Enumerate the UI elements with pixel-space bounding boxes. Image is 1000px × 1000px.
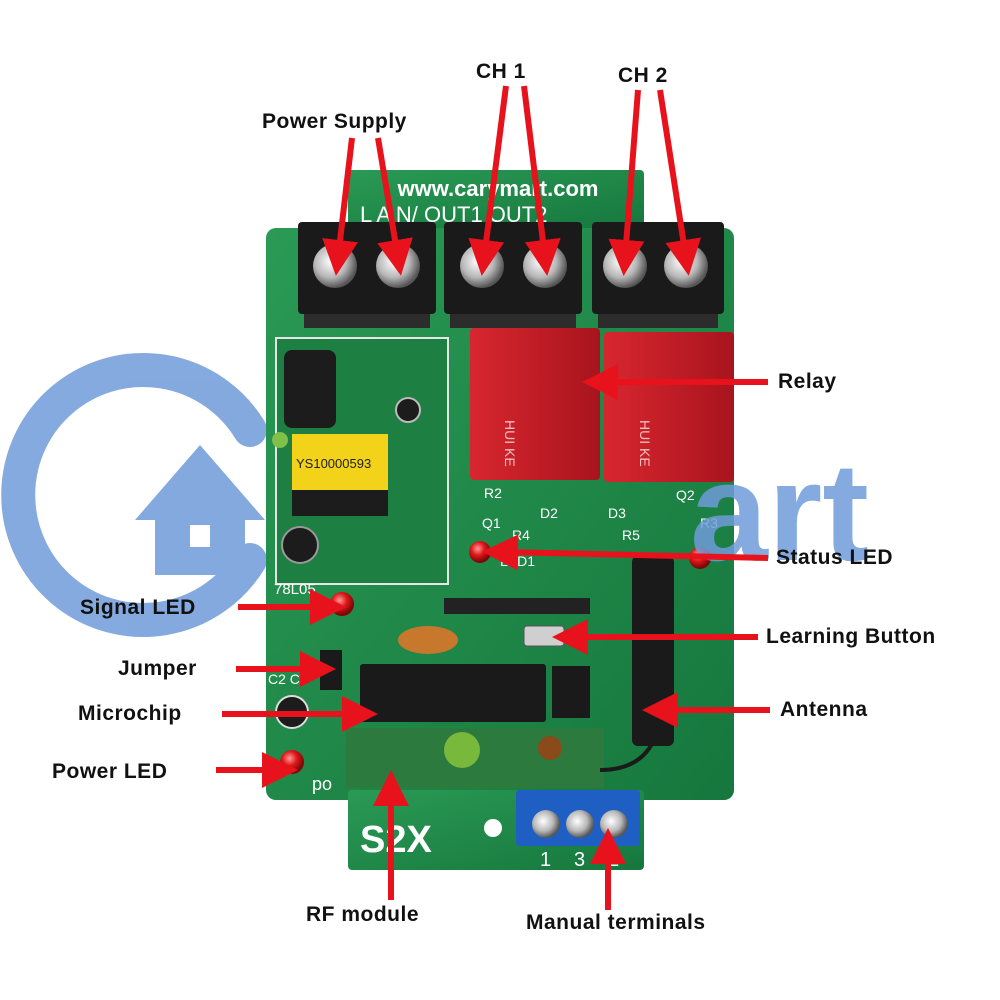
- signal-led: [330, 592, 354, 616]
- label-ch2: CH 2: [618, 64, 668, 87]
- terminal-block-ch2: [592, 222, 724, 328]
- terminal-block-power: [298, 222, 436, 328]
- label-d3: D3: [608, 505, 626, 521]
- manual-pin-3: 3: [574, 849, 585, 871]
- microchip-part: [360, 664, 590, 722]
- label-r3: R3: [700, 515, 718, 531]
- rf-module-part: [346, 728, 604, 788]
- board-url: www.carymart.com: [397, 176, 599, 201]
- label-ch1: CH 1: [476, 60, 526, 83]
- arrow-ch2-1: [608, 89, 645, 276]
- label-po: po: [312, 774, 332, 794]
- label-signal-led: Signal LED: [80, 596, 196, 619]
- watermark-logo: [1, 353, 267, 637]
- arrow-power-supply-2: [375, 137, 413, 276]
- label-status-led: Status LED: [776, 546, 894, 569]
- manual-pin-1: 1: [540, 849, 551, 871]
- power-module: YS10000593 78L05: [272, 337, 449, 598]
- label-c2c3: C2 C3: [268, 671, 308, 687]
- learning-button-part: [523, 625, 565, 647]
- label-q2: Q2: [676, 487, 695, 503]
- arrow-ch1-2: [521, 85, 561, 276]
- jumper-part: [320, 650, 342, 690]
- label-rf-module: RF module: [306, 903, 419, 926]
- board-model: S2X: [360, 819, 432, 861]
- watermark-text: art: [690, 433, 869, 590]
- arrow-power-supply-1: [322, 137, 358, 276]
- label-power-led: Power LED: [52, 760, 168, 783]
- arrow-status-led: [482, 534, 769, 571]
- power-led: [280, 750, 304, 774]
- callout-arrows: [216, 85, 770, 910]
- relay-2: HUI KE: [604, 332, 734, 482]
- relay-1-text: HUI KE: [502, 420, 518, 467]
- label-r2: R2: [484, 485, 502, 501]
- label-r5: R5: [622, 527, 640, 543]
- label-microchip: Microchip: [78, 702, 182, 725]
- label-d2: D2: [540, 505, 558, 521]
- header-pins: [444, 598, 590, 614]
- label-power-supply: Power Supply: [262, 110, 407, 133]
- arrow-ch2-2: [657, 89, 702, 276]
- regulator-label: 78L05: [274, 581, 316, 598]
- label-jumper: Jumper: [118, 657, 197, 680]
- label-learning-button: Learning Button: [766, 625, 936, 648]
- status-led-1: [469, 541, 491, 563]
- ceramic-capacitor: [398, 626, 458, 654]
- terminal-block-ch1: [444, 222, 582, 328]
- label-r4: R4: [512, 527, 530, 543]
- arrow-ch1-1: [468, 85, 509, 276]
- transformer-label: YS10000593: [296, 456, 371, 471]
- label-q1: Q1: [482, 515, 501, 531]
- label-antenna: Antenna: [780, 698, 868, 721]
- label-manual-terminals: Manual terminals: [526, 911, 706, 934]
- label-relay: Relay: [778, 370, 837, 393]
- relay-2-text: HUI KE: [637, 420, 653, 467]
- relay-1: HUI KE: [470, 328, 600, 480]
